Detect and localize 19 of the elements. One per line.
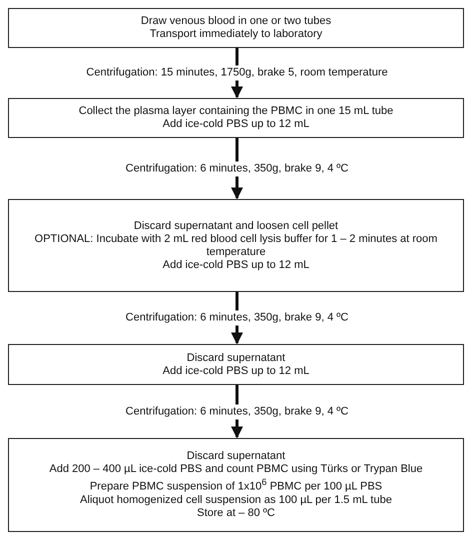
process-box [8,344,464,385]
step-text: Discard supernatant and loosen cell pellet [134,220,338,232]
step-text: Aliquot homogenized cell suspension as 100 µL per 1.5 mL tube [80,494,392,507]
step-text: Add ice-cold PBS up to 12 mL [162,364,310,378]
step-text: Transport immediately to laboratory [150,28,322,41]
process-box [8,8,464,48]
step-text: Collect the plasma layer containing the PBMC in one 15 mL tube [78,105,394,118]
step-text: Add 200 – 400 µL ice-cold PBS and count PBMC using Türks or Trypan Blue [49,463,423,476]
step-text: Discard supernatant [186,352,286,364]
step-text: Discard supernatant [186,450,286,464]
step-text: OPTIONAL: Incubate with 2 mL red blood cell lysis buffer for 1 – 2 minutes at room temperature [34,232,438,258]
step-text: Add ice-cold PBS up to 12 mL [162,258,310,272]
process-box [8,199,464,292]
step-text: Draw venous blood in one or two tubes [140,15,332,28]
process-box [8,438,464,532]
step-text: Prepare PBMC suspension of 1x10$^{6}$ PBMC per 100 µL PBS [90,476,382,494]
process-box [8,98,464,138]
step-text: Store at – 80 ºC [196,506,275,520]
step-text: Add ice-cold PBS up to 12 mL [162,118,310,131]
